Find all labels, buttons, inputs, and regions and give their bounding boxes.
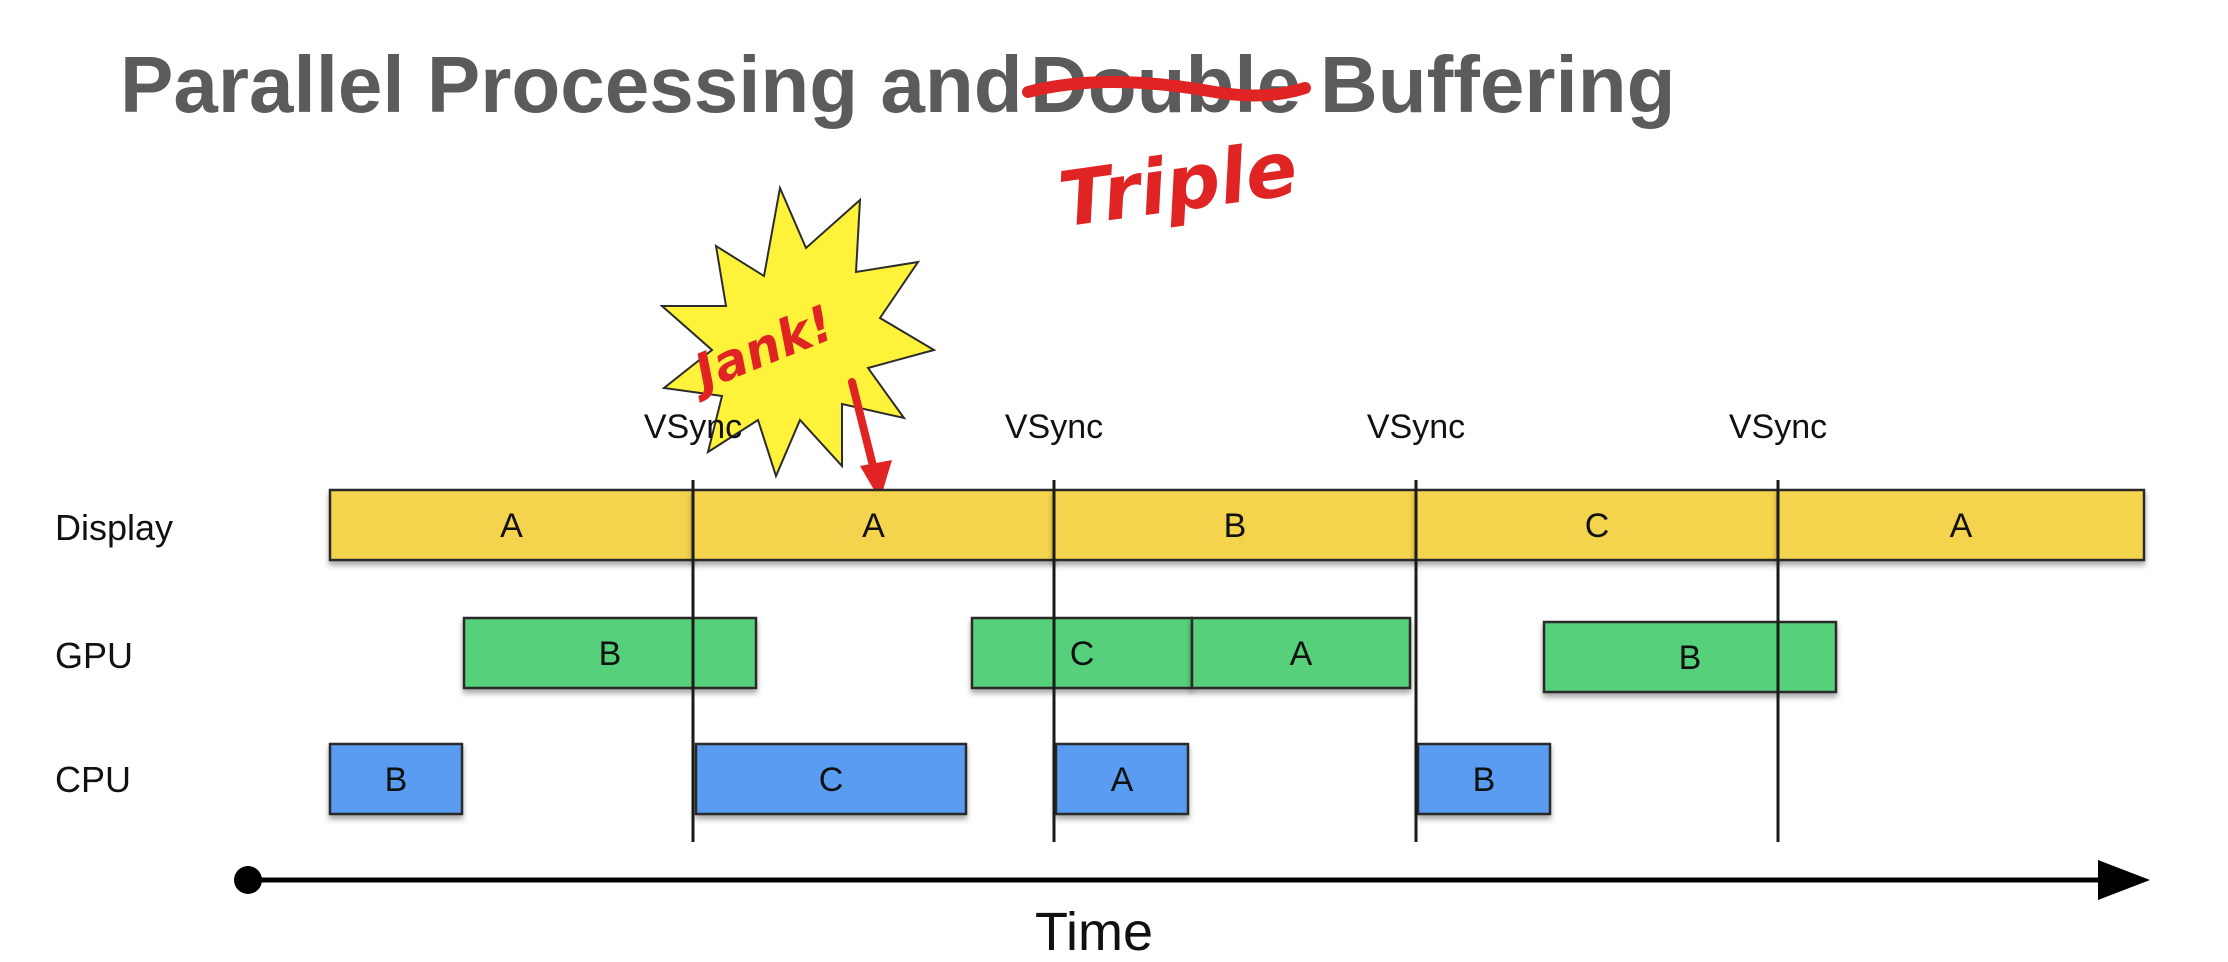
display-block-2-label: A (862, 507, 885, 545)
vsync-lines (691, 480, 1780, 842)
row-label-gpu: GPU (55, 635, 133, 676)
vsync-label-4: VSync (1729, 408, 1827, 446)
display-block-5 (1776, 488, 2146, 562)
display-block-4 (1414, 488, 1780, 562)
vsync-label-3: VSync (1367, 408, 1465, 446)
title-prefix: Parallel Processing and (120, 40, 1023, 129)
cpu-block-2-label: C (819, 761, 844, 799)
row-label-cpu: CPU (55, 759, 131, 800)
vsync-label-1: VSync (644, 408, 742, 446)
row-label-display: Display (55, 507, 173, 548)
slide-title: Parallel Processing and Double Buffering… (120, 40, 1676, 245)
gpu-block-1-label: B (599, 635, 622, 673)
gpu-block-3-label: A (1290, 635, 1313, 673)
display-block-4-label: C (1585, 507, 1610, 545)
time-axis-label: Time (1035, 902, 1153, 962)
cpu-block-1-label: B (385, 761, 408, 799)
display-block-1-label: A (500, 507, 523, 545)
gpu-block-3 (1190, 616, 1412, 690)
vsync-markers: VSync VSync VSync VSync (644, 408, 1827, 446)
cpu-block-4-label: B (1473, 761, 1496, 799)
display-block-3-label: B (1224, 507, 1247, 545)
jank-arrow-head (860, 460, 892, 500)
jank-burst-shape (659, 184, 937, 479)
title-suffix: Buffering (1320, 40, 1676, 129)
display-block-3 (1052, 488, 1418, 562)
time-axis: Time (234, 860, 2150, 962)
gpu-block-1 (462, 616, 758, 690)
timeline-blocks: A A B C A B C A B B C A B (328, 488, 2146, 816)
cpu-block-2 (694, 742, 968, 816)
vsync-label-2: VSync (1005, 408, 1103, 446)
gpu-block-4 (1542, 620, 1838, 694)
jank-arrow-shaft (848, 378, 880, 482)
cpu-block-3 (1054, 742, 1190, 816)
time-axis-arrowhead (2098, 860, 2150, 900)
display-block-1 (328, 488, 695, 562)
gpu-block-2-label: C (1070, 635, 1095, 673)
cpu-block-1 (328, 742, 464, 816)
strikethrough-mark (1022, 76, 1311, 102)
cpu-block-3-label: A (1111, 761, 1134, 799)
cpu-block-4 (1416, 742, 1552, 816)
gpu-block-4-label: B (1679, 639, 1702, 677)
jank-annotation: Jank! (659, 184, 937, 500)
display-block-5-label: A (1950, 507, 1973, 545)
handwritten-correction: Triple (1053, 123, 1302, 244)
gpu-block-2 (970, 616, 1194, 690)
display-block-2 (691, 488, 1056, 562)
